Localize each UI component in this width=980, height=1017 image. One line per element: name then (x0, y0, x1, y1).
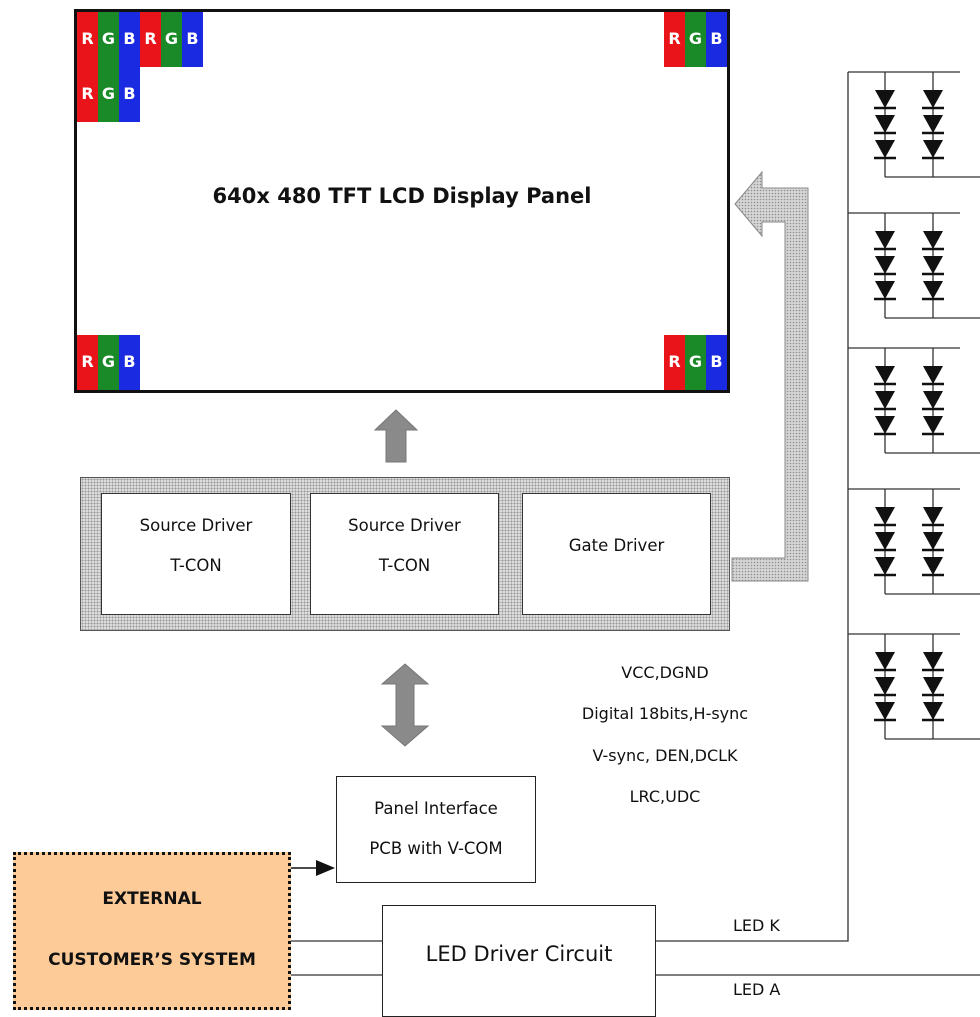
pixel-g: G (161, 12, 182, 67)
source-driver-label: Source Driver (348, 516, 461, 535)
led-driver-circuit-box: LED Driver Circuit (382, 905, 656, 1017)
pixel-g: G (98, 67, 119, 122)
pcb-vcom-label: PCB with V-COM (369, 839, 503, 858)
led-group-3 (848, 348, 980, 453)
pixel-g: G (685, 335, 706, 390)
external-customer-system-box: EXTERNAL CUSTOMER’S SYSTEM (13, 852, 291, 1010)
signal-text-3: V-sync, DEN,DCLK (592, 746, 738, 765)
source-driver-label: Source Driver (139, 516, 253, 535)
pixel-g: G (685, 12, 706, 67)
signal-text-1: VCC,DGND (621, 663, 709, 682)
led-a-label: LED A (733, 980, 781, 999)
pixel-r: R (77, 335, 98, 390)
pixel-r: R (664, 335, 685, 390)
signal-text-4: LRC,UDC (629, 787, 701, 806)
gate-driver-bus-arrow (731, 170, 809, 582)
led-group-4 (848, 489, 980, 594)
pixel-b: B (706, 335, 727, 390)
panel-interface-box: Panel Interface PCB with V-COM (336, 776, 536, 883)
led-group-2 (848, 213, 980, 318)
pixel-b: B (119, 12, 140, 67)
led-k-line (654, 72, 849, 942)
pixel-b: B (119, 335, 140, 390)
gate-driver-box: Gate Driver (522, 493, 711, 615)
tcon-label: T-CON (378, 556, 431, 575)
pixel-r: R (140, 12, 161, 67)
led-group-5 (848, 634, 980, 739)
customer-system-label: CUSTOMER’S SYSTEM (48, 950, 256, 970)
led-k-label: LED K (733, 916, 780, 935)
pixel-g: G (98, 335, 119, 390)
pixel-b: B (182, 12, 203, 67)
source-driver-box-2: Source Driver T-CON (310, 493, 499, 615)
led-group-1 (848, 72, 980, 177)
pixel-r: R (77, 67, 98, 122)
up-arrow (373, 409, 419, 463)
signal-text-2: Digital 18bits,H-sync (581, 704, 749, 723)
panel-title: 640x 480 TFT LCD Display Panel (212, 184, 592, 208)
source-driver-box-1: Source Driver T-CON (101, 493, 291, 615)
external-to-interface-arrow (316, 860, 335, 876)
pixel-r: R (77, 12, 98, 67)
pixel-b: B (706, 12, 727, 67)
tcon-label: T-CON (170, 556, 222, 575)
external-label: EXTERNAL (102, 889, 202, 909)
gate-driver-label: Gate Driver (568, 536, 665, 555)
led-driver-label: LED Driver Circuit (425, 942, 613, 966)
panel-interface-label: Panel Interface (374, 799, 498, 818)
bidirectional-arrow (380, 663, 430, 747)
pixel-r: R (664, 12, 685, 67)
pixel-b: B (119, 67, 140, 122)
driver-board: Source Driver T-CON Source Driver T-CON … (80, 477, 730, 631)
pixel-g: G (98, 12, 119, 67)
